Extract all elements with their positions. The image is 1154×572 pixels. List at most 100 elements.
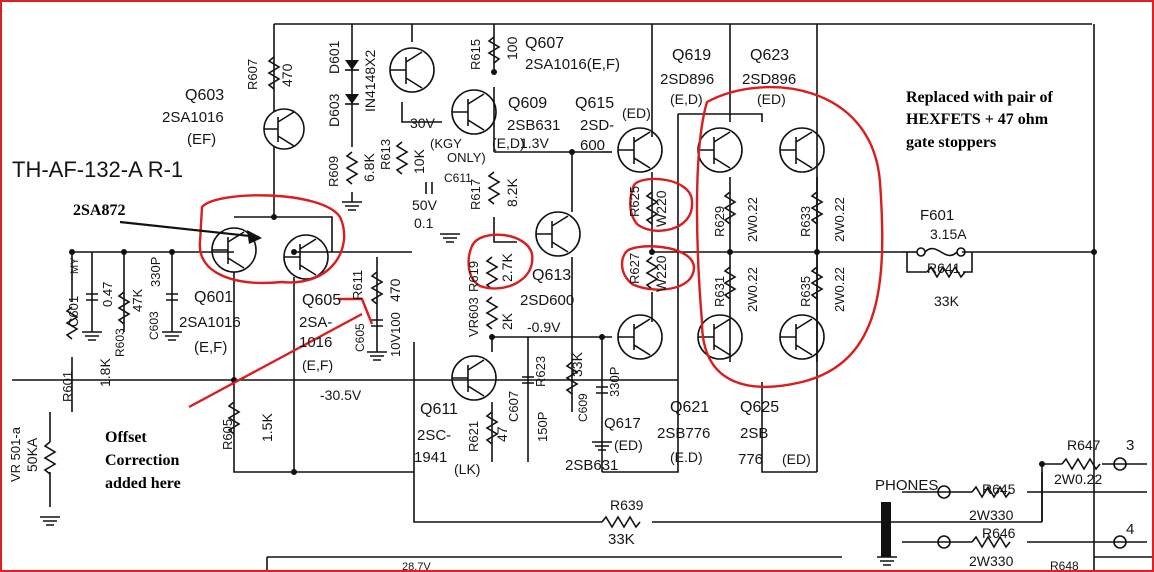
label-r621-val: 47 [494,426,510,442]
note-hexfet-line1: Replaced with pair of [906,89,1053,106]
label-q603-type: 2SA1016 [162,109,224,126]
label-vr501: VR 501-a [8,426,23,482]
transistor-q617 [617,314,663,360]
label-r629-val: 2W0.22 [745,197,760,242]
transistor-q623 [779,127,825,173]
offset-mark [338,297,374,325]
label-v30: 30V [410,115,436,131]
label-q619-type: 2SD896 [660,71,714,88]
label-q623-grade: (ED) [757,91,786,107]
circle-hexfets [695,85,884,388]
label-r639: R639 [610,497,644,513]
modification-notes: Replaced with pair of HEXFETS + 47 ohm g… [73,89,1053,492]
label-v13: 1.3V [520,135,549,151]
schematic-labels: TH-AF-132-A R-1 Q603 2SA1016 (EF) R607 4… [8,35,1134,570]
transistor-q611 [451,355,497,401]
label-q621-type: 2SB776 [657,425,710,442]
label-q605: Q605 [302,292,341,309]
label-q611-type: 2SC- [417,427,451,444]
transistor-q615 [617,127,663,173]
note-hexfet-line3: gate stoppers [906,134,996,151]
label-c603-val: 330P [148,257,163,287]
label-bottom-v: 28.7V [402,561,431,570]
note-offset-line2: Correction [105,452,179,469]
label-d-type: IN4148X2 [362,50,378,112]
transistor-q619 [697,127,743,173]
label-vr603-val: 2K [499,312,515,330]
label-q617-grade: (ED) [614,437,643,453]
label-r629: R629 [712,206,727,237]
label-r609: R609 [326,156,341,187]
note-offset-line1: Offset [105,429,147,446]
label-c611-val: 0.1 [414,215,434,231]
label-r647: R647 [1067,437,1101,453]
label-q609-grade: (E,D) [492,135,525,151]
label-q625-type2: 776 [738,451,763,468]
resistors [43,36,1101,549]
label-r645-val: 2W330 [969,507,1014,523]
label-q615-type: 2SD- [580,117,614,134]
label-f601-val: 3.15A [930,226,967,242]
label-r619-val: 2.7K [499,253,515,282]
label-r633-val: 2W0.22 [832,197,847,242]
label-r607: R607 [245,59,260,90]
label-r605: R605 [220,419,235,450]
transistor-q613 [535,211,581,257]
label-q619: Q619 [672,47,711,64]
board-title: TH-AF-132-A R-1 [12,157,183,182]
label-q605-grade: (E,F) [302,357,333,373]
label-q623-type: 2SD896 [742,71,796,88]
label-q615-grade: (ED) [622,105,651,121]
label-r613: R613 [378,139,393,170]
label-vr501-val: 50KA [24,437,40,472]
label-kgy: (KGY [430,136,462,151]
label-phones: PHONES [875,477,938,494]
label-q615: Q615 [575,95,614,112]
label-r603: R603 [113,328,127,357]
label-r627: R627 [627,253,642,284]
label-r635: R635 [798,276,813,307]
note-hexfet-line2: HEXFETS + 47 ohm [906,111,1049,128]
label-q617-type: 2SB631 [565,457,618,474]
label-r615: R615 [468,39,483,70]
label-q613: Q613 [532,267,571,284]
label-q607-type: 2SA1016(E,F) [525,56,620,73]
label-pin3: 3 [1126,437,1134,454]
label-c601: C601 [66,296,81,327]
label-c611: C611 [444,171,472,185]
circle-2sa872-pair [198,194,346,285]
label-c603: C603 [147,311,161,340]
note-offset-line3: added here [105,475,181,492]
label-r603-val: 47K [130,289,145,312]
label-r631: R631 [712,276,727,307]
label-q617: Q617 [604,415,641,432]
label-r605-val: 1.5K [259,413,275,442]
fuse-f601 [902,247,973,273]
label-r623: R623 [533,356,548,387]
ground-symbols [40,201,897,566]
circle-r627 [620,245,696,291]
label-r615-val: 100 [504,36,520,60]
label-v09: -0.9V [527,319,561,335]
label-q625-type: 2SB [740,425,768,442]
label-q621-grade: (E.D) [670,449,703,465]
label-r633: R633 [798,206,813,237]
label-r646: R646 [982,525,1016,541]
transistor-q621 [697,314,743,360]
label-q625: Q625 [740,399,779,416]
label-q601-grade: (E,F) [194,339,227,356]
label-r607-val: 470 [279,63,295,87]
label-q601: Q601 [194,289,233,306]
junction-dots [69,69,1097,475]
label-r639-val: 33K [608,531,635,548]
label-c607: C607 [506,391,521,422]
label-d603: D603 [326,93,342,127]
label-q611: Q611 [420,401,458,418]
label-q619-grade: (E,D) [670,91,703,107]
label-pin4: 4 [1126,521,1134,538]
label-r613-val: 10K [411,148,427,174]
transistor-q607 [389,47,435,93]
label-r641: R641 [927,260,961,276]
